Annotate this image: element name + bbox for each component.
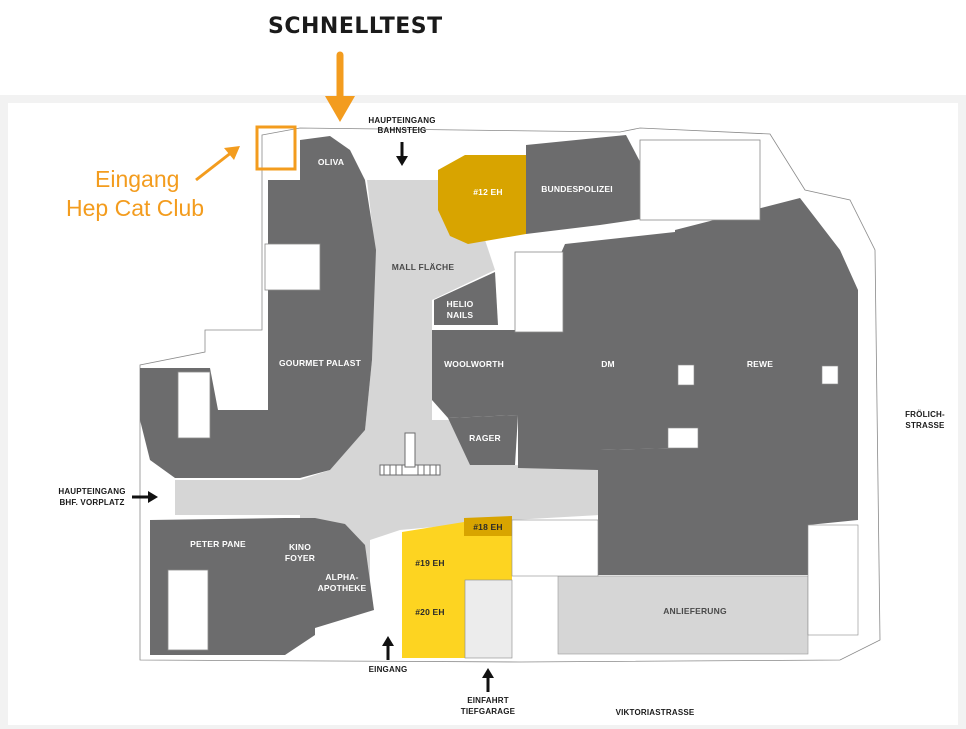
- shop-kino-foyer: [285, 518, 315, 655]
- label-helio-line2: NAILS: [447, 310, 474, 320]
- gourmet-staircase: [264, 243, 321, 291]
- main-entrance-bahnsteig-line1: HAUPTEINGANG: [368, 116, 435, 125]
- entrance-arrow-bahnsteig-icon: [396, 142, 408, 166]
- building-outline: [139, 127, 881, 663]
- hep-cat-entrance-label-line1: Eingang: [95, 166, 180, 192]
- label-anlieferung: ANLIEFERUNG: [663, 606, 727, 616]
- label-kino-line2: FOYER: [285, 553, 315, 563]
- southeast-staircase: [807, 524, 859, 636]
- entrance-arrow-eingang-icon: [382, 636, 394, 660]
- dm-lift: [677, 364, 695, 386]
- label-helio-line1: HELIO: [447, 299, 474, 309]
- central-staircase: [514, 251, 564, 333]
- rewe-lift: [821, 365, 839, 385]
- delivery-area: [557, 575, 809, 655]
- label-rewe: REWE: [747, 359, 773, 369]
- shop-gourmet-palast: [140, 180, 376, 478]
- shop-oliva: [300, 136, 365, 180]
- main-entrance-bahnsteig-line2: BAHNSTEIG: [378, 126, 427, 135]
- label-dm: DM: [601, 359, 615, 369]
- schnelltest-heading: SCHNELLTEST: [268, 14, 443, 39]
- street-viktoria: VIKTORIASTRASSE: [616, 708, 695, 717]
- entrance-arrow-vorplatz-icon: [132, 491, 158, 503]
- label-19-eh: #19 EH: [415, 558, 445, 568]
- label-alpha-line1: ALPHA-: [325, 572, 358, 582]
- hep-cat-entrance-label-line2: Hep Cat Club: [66, 195, 205, 221]
- unit-20-eh: [402, 580, 465, 658]
- gourmet-service-core: [177, 371, 211, 439]
- entrance-label: EINGANG: [369, 665, 408, 674]
- garage-ramp: [464, 579, 513, 659]
- label-oliva: OLIVA: [318, 157, 344, 167]
- label-gourmet-palast: GOURMET PALAST: [279, 358, 362, 368]
- south-service-core: [511, 519, 599, 577]
- label-alpha-line2: APOTHEKE: [318, 583, 367, 593]
- unit-19-eh: [402, 522, 512, 580]
- garage-entry-line2: TIEFGARAGE: [461, 707, 516, 716]
- main-entrance-vorplatz-line2: BHF. VORPLATZ: [59, 498, 124, 507]
- unit-18-eh: [464, 516, 512, 536]
- hep-cat-entrance-marker: [255, 125, 297, 171]
- street-froelich-line2: STRASSE: [905, 421, 945, 430]
- label-rager: RAGER: [469, 433, 501, 443]
- label-bundespolizei: BUNDESPOLIZEI: [541, 184, 613, 194]
- shop-bundespolizei: [526, 135, 668, 234]
- label-peter-pane: PETER PANE: [190, 539, 246, 549]
- label-12-eh: #12 EH: [473, 187, 503, 197]
- northeast-escalators: [639, 139, 761, 221]
- label-mall-flaeche: MALL FLÄCHE: [392, 262, 455, 272]
- entrance-arrow-einfahrt-icon: [482, 668, 494, 692]
- shop-rager: [448, 415, 518, 465]
- mall-escalator: [379, 432, 441, 476]
- schnelltest-arrow-icon: [325, 51, 355, 122]
- garage-entry-line1: EINFAHRT: [467, 696, 509, 705]
- shop-woolworth: [432, 330, 518, 418]
- label-20-eh: #20 EH: [415, 607, 445, 617]
- label-woolworth: WOOLWORTH: [444, 359, 504, 369]
- label-18-eh: #18 EH: [473, 522, 503, 532]
- unit-12-eh: [438, 155, 526, 244]
- shop-helio-nails: [434, 272, 498, 325]
- main-entrance-vorplatz-line1: HAUPTEINGANG: [58, 487, 125, 496]
- peter-pane-service-core: [167, 569, 209, 651]
- label-kino-line1: KINO: [289, 542, 311, 552]
- street-froelich-line1: FRÖLICH-: [905, 410, 945, 419]
- hep-cat-pointer-arrow-icon: [195, 146, 240, 182]
- shop-rewe: [598, 198, 858, 575]
- mall-area: [175, 180, 600, 610]
- dm-core: [667, 427, 699, 449]
- shop-alpha-apotheke: [315, 518, 374, 628]
